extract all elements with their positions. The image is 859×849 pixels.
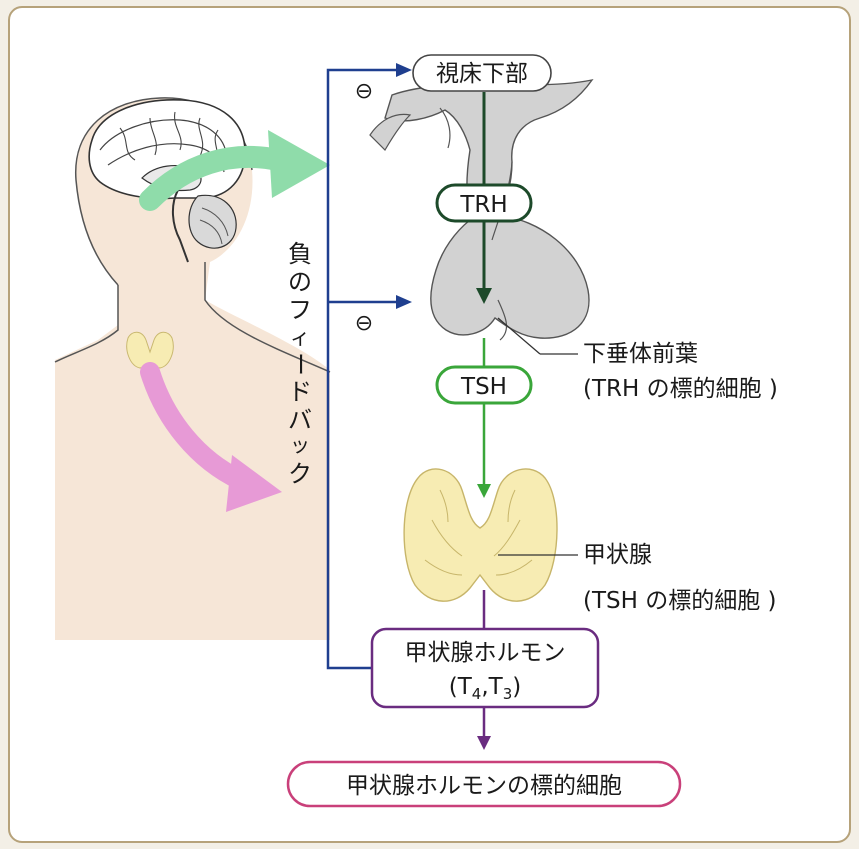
- thyroid-label: 甲状腺: [583, 542, 652, 568]
- feedback-char-4: ー: [286, 352, 314, 376]
- feedback-char-8: ク: [288, 460, 312, 488]
- thyroid-note: (TSH の標的細胞 ): [583, 588, 777, 614]
- negative-feedback-loop: [328, 63, 412, 668]
- thyroid-hormone-box: 甲状腺ホルモン (T4,T3): [372, 629, 598, 707]
- anterior-pituitary-note: (TRH の標的細胞 ): [583, 376, 778, 402]
- hypothalamus-label: 視床下部: [436, 61, 528, 87]
- target-arrowhead: [477, 736, 491, 750]
- feedback-char-0: 負: [288, 240, 312, 268]
- feedback-label: 負 の フ ィ ー ド バ ッ ク: [286, 240, 314, 488]
- feedback-char-7: ッ: [290, 433, 310, 457]
- feedback-char-1: の: [288, 268, 312, 296]
- target-cells-label: 甲状腺ホルモンの標的細胞: [346, 773, 622, 799]
- tsh-pill: TSH: [437, 367, 531, 403]
- feedback-char-3: ィ: [290, 325, 310, 349]
- tsh-label: TSH: [460, 374, 507, 400]
- feedback-char-6: バ: [288, 406, 312, 434]
- inhibit-symbol-hypothalamus: ⊖: [355, 79, 373, 104]
- anterior-pituitary-label: 下垂体前葉: [583, 341, 698, 367]
- trh-pill: TRH: [437, 185, 531, 221]
- feedback-char-5: ド: [288, 378, 312, 406]
- target-cells-pill: 甲状腺ホルモンの標的細胞: [288, 762, 680, 806]
- hypothalamus-pill: 視床下部: [413, 55, 551, 91]
- inhibit-symbol-pituitary: ⊖: [355, 311, 373, 336]
- tsh-arrowhead: [477, 484, 491, 498]
- thyroid-hormone-label: 甲状腺ホルモン: [405, 640, 566, 666]
- feedback-char-2: フ: [288, 296, 312, 324]
- trh-label: TRH: [459, 192, 507, 218]
